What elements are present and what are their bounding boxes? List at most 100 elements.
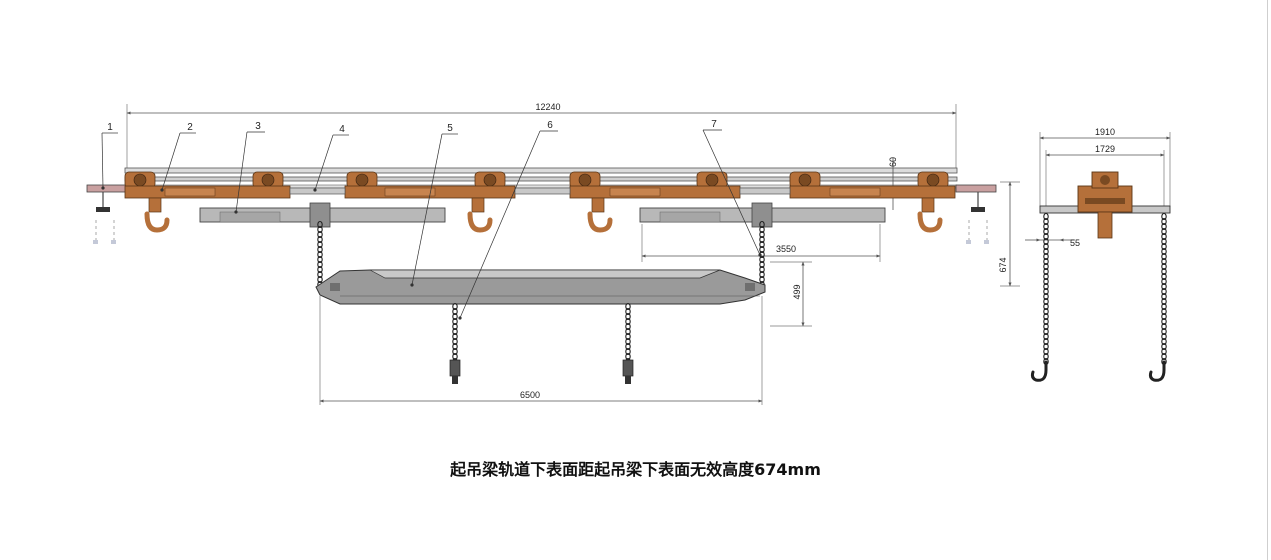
upper-chains — [317, 220, 765, 289]
chain-link — [1161, 282, 1167, 291]
trolley-hook — [917, 197, 943, 233]
wheel — [133, 173, 147, 187]
chain-link — [625, 347, 631, 356]
part-number-label: 5 — [447, 123, 453, 134]
wheel — [926, 173, 940, 187]
chain-link — [1043, 317, 1049, 326]
part-leader-2: 2 — [160, 122, 196, 192]
part-leader-4: 4 — [313, 124, 349, 192]
part-number-label: 3 — [255, 121, 261, 132]
dimension-spreader-height-text: 499 — [792, 284, 802, 299]
chain-link — [317, 250, 323, 259]
chain-link — [452, 352, 458, 361]
chain-link — [625, 322, 631, 331]
side-chains — [1030, 212, 1167, 382]
chain-link — [1043, 287, 1049, 296]
wheel — [483, 173, 497, 187]
part-leader-7: 7 — [702, 119, 762, 257]
chain-link — [1161, 222, 1167, 231]
part-number-label: 4 — [339, 124, 345, 135]
chain-link — [1161, 252, 1167, 261]
trolley-body — [124, 185, 291, 199]
hook-block — [148, 197, 162, 213]
dimension-side-width-inner-text: 1729 — [1095, 144, 1115, 154]
chain-link — [1043, 257, 1049, 266]
part-leader-5: 5 — [410, 123, 458, 287]
connecting-rod — [514, 187, 571, 195]
side-chain — [1161, 212, 1167, 366]
chain-link — [1043, 312, 1049, 321]
connecting-rod — [289, 187, 346, 195]
wheel — [355, 173, 369, 187]
dimension-overall-length: 12240 — [126, 102, 957, 168]
chain-link — [1161, 322, 1167, 331]
dimension-trolley-span-text: 3550 — [776, 244, 796, 254]
leader-dot — [160, 188, 164, 192]
chain-link — [1161, 242, 1167, 251]
leader-line — [702, 129, 761, 256]
wheel — [261, 173, 275, 187]
lower-hook — [449, 359, 461, 384]
chain-link — [625, 317, 631, 326]
chain-link — [317, 220, 323, 229]
chain-link — [1161, 312, 1167, 321]
chain-link — [317, 265, 323, 274]
side-hook — [1030, 360, 1048, 382]
part-number-label: 6 — [547, 120, 553, 131]
chain-link — [1043, 272, 1049, 281]
chain-link — [1161, 277, 1167, 286]
chain-link — [1043, 242, 1049, 251]
chain-link — [452, 322, 458, 331]
part-number-label: 1 — [107, 122, 113, 133]
chain-link — [452, 347, 458, 356]
hook — [467, 211, 493, 233]
chain-link — [625, 337, 631, 346]
chain-link — [317, 235, 323, 244]
top-rail — [124, 167, 958, 189]
right-end-buffer — [955, 184, 997, 244]
dimension-side-width-outer-text: 1910 — [1095, 127, 1115, 137]
right-carriage-beam — [639, 202, 886, 228]
part-leaders: 1 2 3 4 5 6 7 — [101, 119, 762, 320]
part-leader-1: 1 — [101, 122, 118, 190]
hook — [1148, 360, 1166, 382]
chain-link — [317, 230, 323, 239]
chain-link — [1043, 302, 1049, 311]
chain-link — [1043, 322, 1049, 331]
dimension-side-width-outer: 1910 — [1039, 127, 1171, 207]
chain-link — [1161, 337, 1167, 346]
chain-link — [1161, 257, 1167, 266]
trolley-motor — [384, 187, 436, 197]
chain-link — [1043, 332, 1049, 341]
wheel — [798, 173, 812, 187]
lower-chain — [625, 302, 631, 366]
lower-hook — [622, 359, 634, 384]
chain-link — [1043, 212, 1049, 221]
chain-link — [759, 245, 765, 254]
chain-link — [625, 352, 631, 361]
chain-link — [317, 225, 323, 234]
hook-tip — [452, 376, 458, 384]
trolley-motor — [829, 187, 881, 197]
chain-link — [1161, 292, 1167, 301]
connecting-rod — [739, 187, 791, 195]
chain-link — [625, 312, 631, 321]
chain-link — [759, 230, 765, 239]
hook-block — [921, 197, 935, 213]
chain-link — [1043, 217, 1049, 226]
chain-link — [759, 260, 765, 269]
chain-link — [759, 270, 765, 279]
lower-chain — [452, 302, 458, 366]
dimension-rail-height: 60 — [888, 157, 898, 210]
trolley-wheel-unit — [346, 171, 378, 189]
right-upper-chain — [759, 220, 765, 289]
dimension-side-height: 674 — [998, 181, 1020, 287]
lower-chains — [449, 302, 634, 384]
trolley-wheel-unit — [124, 171, 156, 189]
side-chain — [1043, 212, 1049, 366]
wheel — [705, 173, 719, 187]
chain-link — [1043, 277, 1049, 286]
trolley-wheel-unit — [474, 171, 506, 189]
chain-link — [452, 342, 458, 351]
leader-dot — [458, 316, 462, 320]
